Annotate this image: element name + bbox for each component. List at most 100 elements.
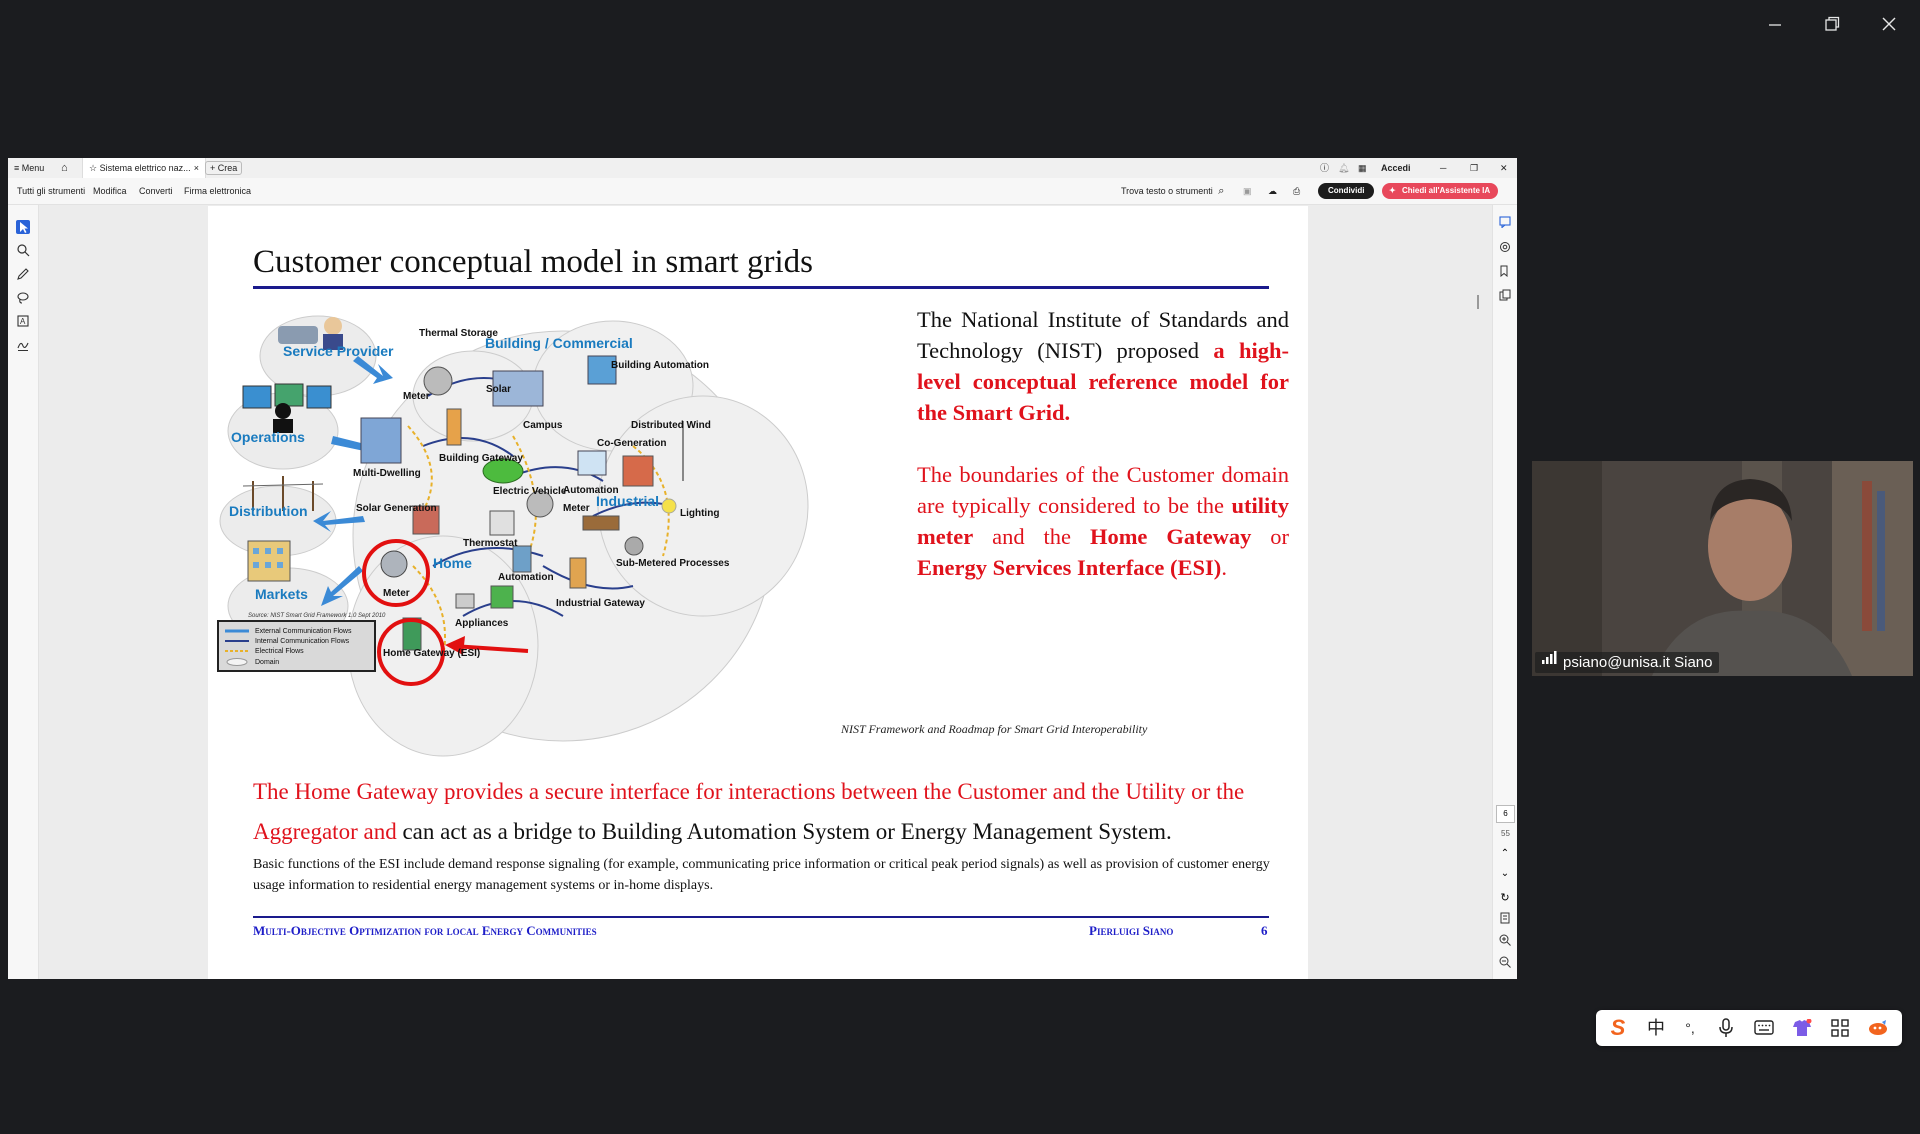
minimize-button[interactable]	[1750, 10, 1800, 40]
footer-author: Pierluigi Siano	[1089, 923, 1174, 938]
icon-operations	[242, 383, 332, 433]
zoom-out-icon[interactable]	[1499, 955, 1511, 968]
svg-text:Lighting: Lighting	[680, 508, 719, 519]
icon-service-provider	[278, 317, 343, 350]
signal-strength-icon	[1541, 651, 1557, 669]
lasso-tool-icon[interactable]	[16, 291, 30, 305]
diagram-item-labels: Thermal Storage Building Automation Mete…	[248, 328, 730, 659]
zoom-tool-icon[interactable]	[16, 243, 30, 257]
print-icon[interactable]: ⎙	[1293, 186, 1301, 196]
app-close-icon[interactable]: ✕	[1500, 163, 1508, 173]
menu-convert[interactable]: Converti	[139, 186, 173, 196]
zoom-in-icon[interactable]	[1499, 933, 1511, 946]
svg-text:Campus: Campus	[523, 420, 563, 431]
boundaries-text-e: or	[1251, 524, 1289, 549]
search-tools-field[interactable]: Trova testo o strumenti ⌕	[1121, 178, 1224, 204]
current-page: 6	[1503, 809, 1508, 818]
page-up-icon[interactable]: ⌃	[1500, 848, 1510, 859]
microphone-icon[interactable]	[1714, 1016, 1738, 1040]
page-number-box[interactable]: 6	[1496, 805, 1515, 823]
create-button[interactable]: + Crea	[205, 161, 243, 175]
domain-clouds	[219, 315, 809, 757]
select-tool-icon[interactable]	[16, 220, 30, 234]
copy-pages-icon[interactable]	[1499, 288, 1511, 301]
app-minimize-icon[interactable]: ─	[1440, 163, 1447, 173]
menu-button[interactable]: ≡ Menu	[14, 158, 44, 178]
page-info-icon[interactable]	[1499, 911, 1511, 924]
svg-text:Sub-Metered Processes: Sub-Metered Processes	[616, 558, 730, 569]
restore-button[interactable]	[1807, 10, 1857, 40]
svg-text:Multi-Dwelling: Multi-Dwelling	[353, 468, 421, 479]
app-restore-icon[interactable]: ❐	[1470, 163, 1479, 173]
toolbox-grid-icon[interactable]	[1828, 1016, 1852, 1040]
svg-text:Source: NIST Smart Grid Framew: Source: NIST Smart Grid Framework 1.0 Se…	[248, 613, 386, 619]
menu-all-tools[interactable]: Tutti gli strumenti	[17, 186, 86, 196]
sogou-logo-icon[interactable]: S	[1610, 1015, 1626, 1040]
sign-in-link[interactable]: Accedi	[1381, 163, 1411, 173]
skin-icon[interactable]	[1790, 1016, 1814, 1040]
svg-text:Meter: Meter	[383, 588, 410, 599]
title-underline	[253, 286, 1269, 289]
svg-text:External Communication Flows: External Communication Flows	[255, 628, 352, 635]
boundaries-text-c: and the	[973, 524, 1090, 549]
ai-sparkle-icon: ✦	[1389, 186, 1396, 195]
rotate-icon[interactable]: ↻	[1500, 892, 1510, 904]
minimize-icon	[1769, 24, 1781, 26]
svg-text:Co-Generation: Co-Generation	[597, 438, 666, 449]
home-gateway-term: Home Gateway	[1089, 524, 1252, 549]
svg-text:Domain: Domain	[255, 659, 279, 666]
apps-grid-icon[interactable]: ▦	[1358, 163, 1367, 173]
text-select-tool-icon[interactable]: A	[16, 314, 30, 328]
participant-video-tile[interactable]: psiano@unisa.it Siano	[1532, 461, 1913, 676]
create-label: Crea	[217, 163, 238, 173]
hamburger-icon: ≡	[14, 163, 20, 173]
esi-functions-paragraph: Basic functions of the ESI include deman…	[253, 857, 1270, 893]
language-toggle[interactable]: 中	[1647, 1018, 1665, 1038]
svg-text:Home Gateway (ESI): Home Gateway (ESI)	[383, 648, 480, 659]
svg-text:Thermostat: Thermostat	[463, 538, 518, 549]
svg-text:Building / Commercial: Building / Commercial	[485, 335, 633, 351]
esi-term: Energy Services Interface (ESI)	[917, 555, 1222, 580]
mascot-icon[interactable]	[1866, 1016, 1890, 1040]
tab-title: Sistema elettrico naz...	[99, 163, 191, 173]
main-toolbar: Tutti gli strumenti Modifica Converti Fi…	[8, 178, 1517, 205]
bookmark-icon[interactable]	[1499, 264, 1511, 278]
search-icon: ⌕	[1218, 185, 1225, 197]
comment-icon[interactable]	[1499, 215, 1511, 229]
close-button[interactable]	[1864, 10, 1914, 40]
signature-tool-icon[interactable]	[16, 338, 30, 352]
svg-text:Automation: Automation	[498, 572, 554, 583]
tab-close-icon[interactable]: ×	[193, 163, 199, 173]
home-icon[interactable]: ⌂	[61, 162, 68, 174]
domain-icons	[360, 355, 684, 651]
menu-esign[interactable]: Firma elettronica	[184, 186, 252, 196]
document-tab[interactable]: ☆ Sistema elettrico naz... ×	[82, 158, 206, 178]
tab-bar: ≡ Menu ⌂ ☆ Sistema elettrico naz... × + …	[8, 158, 1517, 179]
bell-icon[interactable]: 🔔︎	[1338, 163, 1350, 173]
page-down-icon[interactable]: ⌄	[1500, 868, 1510, 879]
footer-page-number: 6	[1261, 923, 1268, 938]
svg-text:Appliances: Appliances	[455, 618, 509, 629]
share-button[interactable]: Condividi	[1318, 183, 1375, 199]
svg-text:Electric Vehicle: Electric Vehicle	[493, 486, 567, 497]
punctuation-toggle[interactable]: °,	[1685, 1020, 1695, 1036]
cloud-upload-icon[interactable]: ☁	[1268, 186, 1277, 196]
footer-rule	[253, 916, 1269, 918]
keyboard-icon[interactable]	[1752, 1016, 1776, 1040]
svg-text:Industrial: Industrial	[596, 493, 659, 509]
ai-assistant-button[interactable]: ✦ Chiedi all'Assistente IA	[1382, 183, 1499, 199]
link-icon[interactable]	[1499, 240, 1511, 252]
svg-text:Industrial Gateway: Industrial Gateway	[556, 598, 645, 609]
menu-edit[interactable]: Modifica	[93, 186, 127, 196]
save-icon[interactable]: ▣	[1243, 186, 1252, 196]
scrollbar-thumb[interactable]	[1477, 295, 1479, 309]
participant-name: psiano@unisa.it Siano	[1563, 654, 1713, 671]
nist-emphasis: a high-level conceptual reference model …	[917, 338, 1289, 425]
boundaries-text-g: .	[1221, 555, 1227, 580]
ime-toolbar: S 中 °,	[1596, 1010, 1902, 1046]
pen-tool-icon[interactable]	[16, 267, 30, 281]
help-icon[interactable]: ⓘ	[1320, 163, 1330, 173]
right-tool-rail: 6 55 ⌃ ⌄ ↻	[1477, 205, 1517, 979]
participant-name-label: psiano@unisa.it Siano	[1535, 651, 1719, 673]
home-gateway-paragraph: The Home Gateway provides a secure inter…	[253, 772, 1303, 852]
